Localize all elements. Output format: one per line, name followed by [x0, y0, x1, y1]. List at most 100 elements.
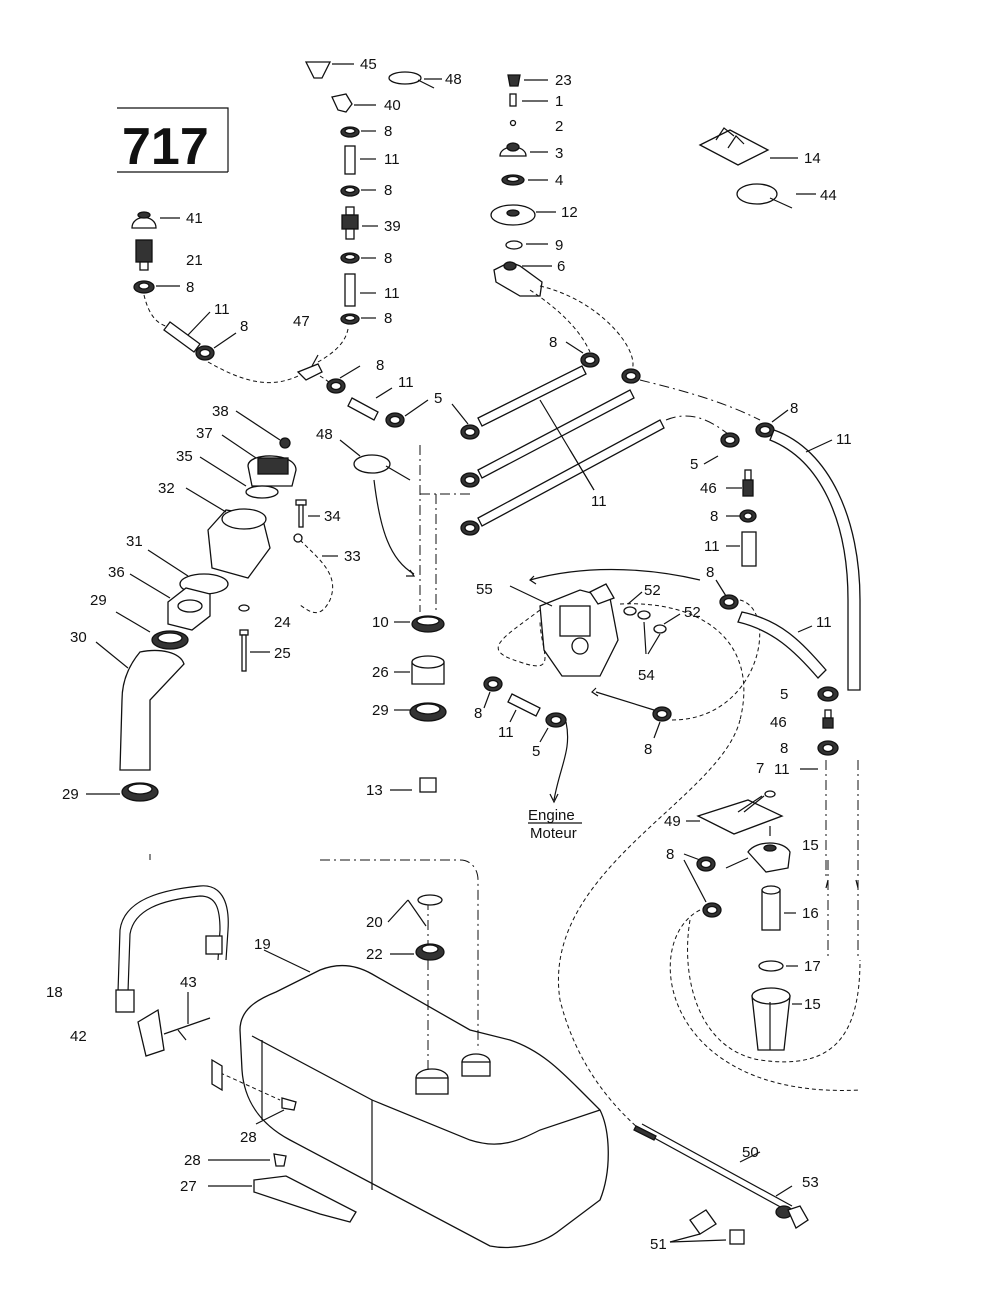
callout-15-a: 15 [802, 837, 819, 854]
callout-47: 47 [293, 313, 310, 330]
callout-2: 2 [555, 118, 563, 135]
strainer-15 [751, 987, 802, 1051]
callout-8-a: 8 [384, 123, 392, 140]
callout-8-l: 8 [706, 564, 714, 581]
rod-50 [633, 1123, 793, 1211]
callout-32: 32 [158, 480, 175, 497]
callout-30: 30 [70, 629, 87, 646]
callout-24: 24 [274, 614, 291, 631]
hose-11-i [507, 693, 541, 723]
pump-loop-2 [619, 603, 745, 721]
vent-route-line [317, 328, 349, 363]
callout-1: 1 [555, 93, 563, 110]
callout-8-c: 8 [384, 250, 392, 267]
vent-cap-45 [304, 61, 354, 79]
callout-46-a: 46 [700, 480, 717, 497]
callout-8-h: 8 [549, 334, 557, 351]
callout-11-f: 11 [836, 431, 852, 448]
valve-39 [341, 206, 378, 240]
callout-39: 39 [384, 218, 401, 235]
tube-11-upper [477, 365, 587, 427]
callout-11-e: 11 [591, 493, 607, 510]
callout-36: 36 [108, 564, 125, 581]
pump-loop [671, 599, 761, 721]
clamp-48-top [388, 71, 442, 89]
diagram-number-box: 717 [117, 107, 229, 176]
fitting-46-b [822, 709, 834, 729]
clip-14 [698, 127, 798, 166]
valve-21 [135, 239, 153, 271]
clamp-29-b [86, 782, 159, 802]
callout-8-k: 8 [710, 508, 718, 525]
callout-53: 53 [802, 1174, 819, 1191]
callout-8-e: 8 [186, 279, 194, 296]
tee-to-clamp [319, 375, 333, 385]
callout-37: 37 [196, 425, 213, 442]
clamp-5-stack [451, 403, 480, 536]
neck-32 [185, 487, 271, 579]
callout-54: 54 [638, 667, 655, 684]
callout-7: 7 [756, 760, 764, 777]
clamp-5-b [703, 432, 740, 465]
callout-52-a: 52 [644, 582, 661, 599]
callout-45: 45 [360, 56, 377, 73]
fitting-6 [493, 261, 552, 297]
left-vent-line [143, 294, 173, 329]
callout-49: 49 [664, 813, 681, 830]
fitting-53 [775, 1185, 809, 1229]
clamp-5-a [385, 399, 429, 428]
valve-loop [497, 609, 546, 667]
hose-11-big [769, 429, 861, 691]
callout-10: 10 [372, 614, 389, 631]
callout-5-c: 5 [532, 743, 540, 760]
leader-11-tubes-2 [569, 449, 595, 491]
cap-23 [507, 74, 548, 87]
oring-17 [758, 960, 798, 972]
nut-36 [129, 573, 211, 631]
screw-28-b [208, 1153, 287, 1167]
callout-8-f: 8 [240, 318, 248, 335]
clamp-10 [394, 615, 445, 633]
callout-25: 25 [274, 645, 291, 662]
callout-11-b: 11 [384, 285, 400, 302]
callout-5-b: 5 [690, 456, 698, 473]
clamp-8-n [755, 409, 789, 438]
callout-19: 19 [254, 936, 271, 953]
callout-44: 44 [820, 187, 837, 204]
bracket-42 [137, 1008, 211, 1057]
screw-7 [737, 790, 776, 813]
washers-52 [623, 591, 681, 655]
callout-8-o: 8 [666, 846, 674, 863]
callout-8-b: 8 [384, 182, 392, 199]
hose-11-b [344, 273, 376, 307]
gasket-35 [199, 456, 279, 499]
screw-28-a [211, 1058, 297, 1125]
arrow-top-arc [529, 568, 701, 581]
callout-14: 14 [804, 150, 821, 167]
clamp-8-k [726, 509, 757, 523]
callout-29-a: 29 [90, 592, 107, 609]
callout-48-mid: 48 [316, 426, 333, 443]
hose-30 [95, 641, 185, 771]
clamp-8-right [621, 368, 641, 384]
callout-55: 55 [476, 581, 493, 598]
hose-11-d [347, 387, 393, 421]
clamp-8-e [133, 280, 180, 294]
callout-15-b: 15 [804, 996, 821, 1013]
callout-3: 3 [555, 145, 563, 162]
clamp-29-a [115, 611, 189, 650]
callout-11-d: 11 [398, 374, 414, 391]
callout-11-c: 11 [214, 301, 230, 318]
filter-line-a [529, 289, 591, 353]
clamp-8-a [340, 126, 376, 138]
cap-38 [235, 410, 291, 449]
arrow-top-head [529, 575, 537, 585]
fuel-tank-19 [239, 949, 609, 1249]
callout-8-d: 8 [384, 310, 392, 327]
callout-11-j: 11 [774, 761, 790, 778]
callout-9: 9 [555, 237, 563, 254]
clamp-5-d [817, 686, 839, 702]
disc-12 [490, 204, 556, 226]
callout-8-j: 8 [474, 705, 482, 722]
